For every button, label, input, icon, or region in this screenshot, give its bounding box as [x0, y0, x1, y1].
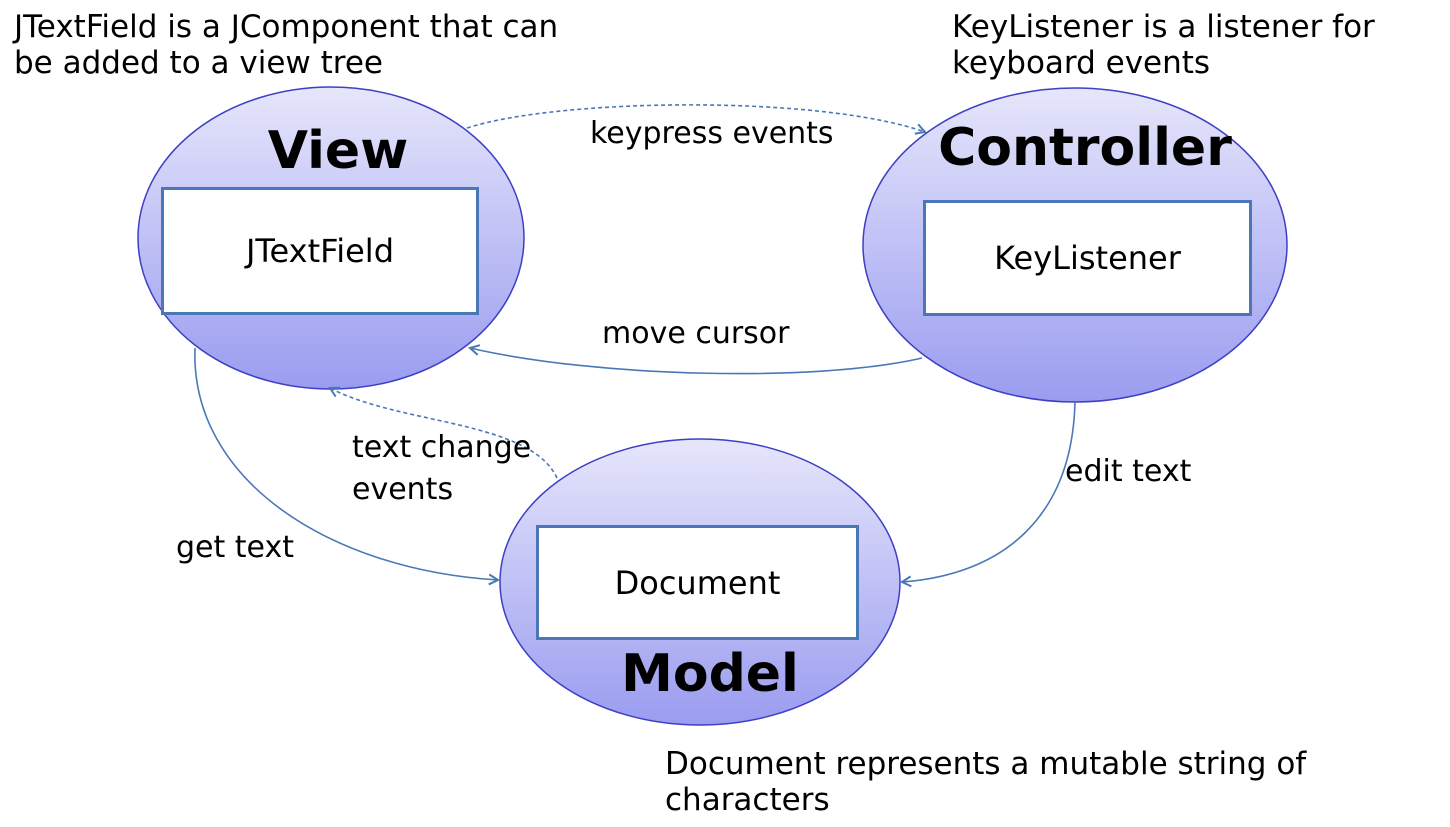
keylistener-box: KeyListener — [923, 200, 1252, 316]
edit-text-arrow — [902, 401, 1076, 582]
controller-title: Controller — [938, 118, 1232, 178]
view-note: JTextField is a JComponent that can be a… — [14, 9, 559, 81]
edit-text-label: edit text — [1065, 454, 1192, 489]
text-change-events-arrow — [330, 388, 558, 479]
move-cursor-arrow — [470, 348, 923, 375]
view-title: View — [267, 121, 409, 181]
get-text-label: get text — [176, 530, 295, 565]
move-cursor-label: move cursor — [602, 316, 790, 351]
text-change-events-label: text change events — [352, 430, 532, 507]
controller-note: KeyListener is a listener for keyboard e… — [952, 9, 1375, 81]
keypress-events-label: keypress events — [590, 116, 834, 151]
model-title: Model — [621, 644, 799, 704]
model-note: Document represents a mutable string of … — [665, 746, 1307, 818]
get-text-arrow — [194, 347, 498, 580]
keypress-events-arrow — [466, 104, 925, 132]
document-box: Document — [536, 525, 859, 640]
jtextfield-box: JTextField — [161, 187, 479, 315]
